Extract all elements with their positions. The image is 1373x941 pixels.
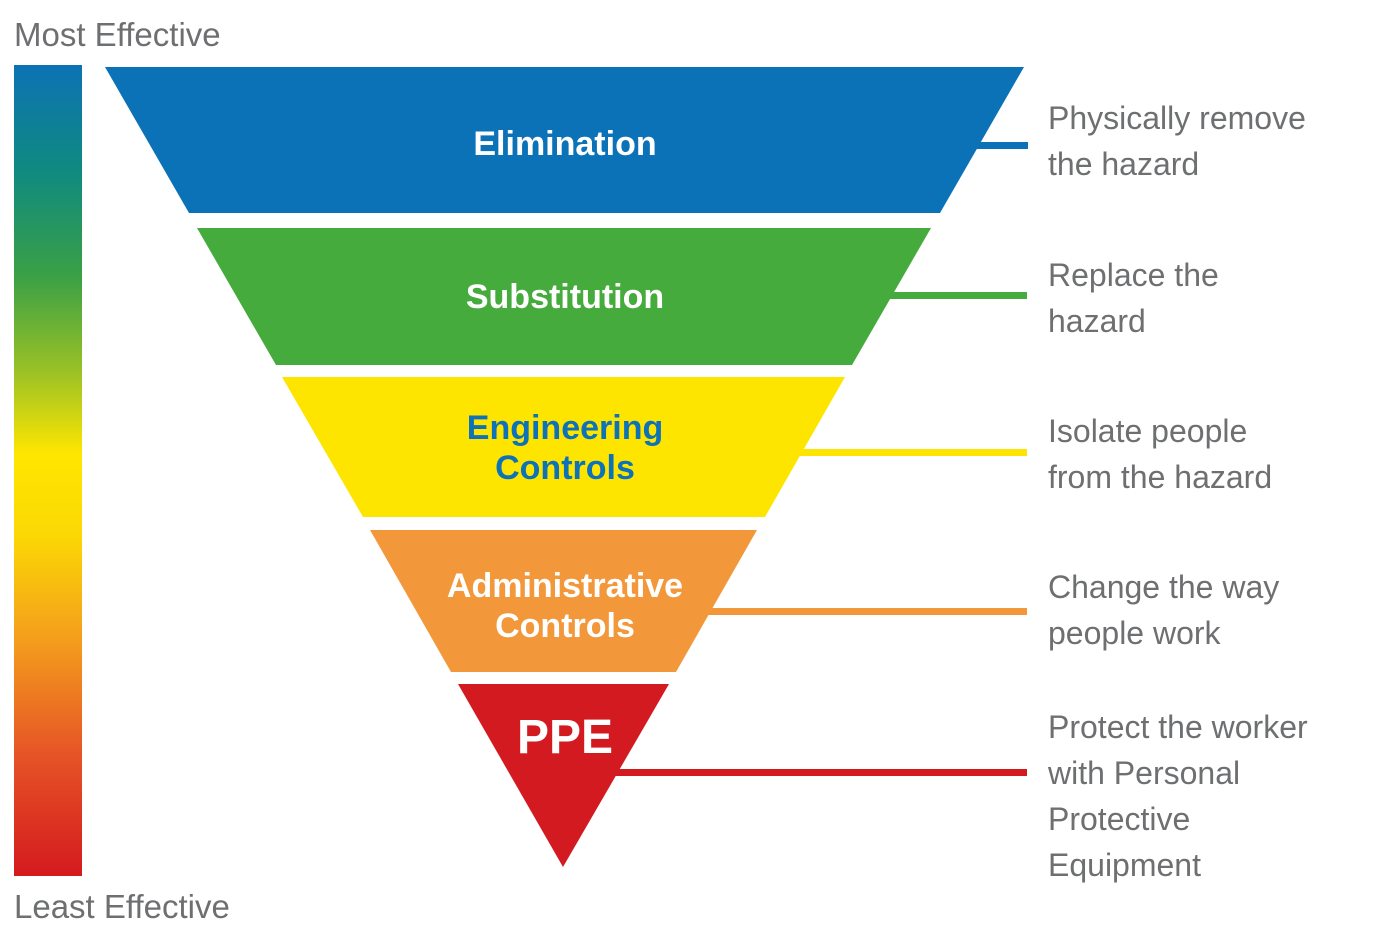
substitution-connector-line	[884, 292, 1027, 299]
effectiveness-gradient-bar	[14, 65, 82, 876]
ppe-description: Protect the worker with Personal Protect…	[1048, 704, 1308, 888]
elimination-connector-line	[968, 142, 1028, 149]
substitution-label-line: Substitution	[465, 278, 665, 316]
elimination-description: Physically remove the hazard	[1048, 95, 1306, 187]
description-line: with Personal	[1048, 755, 1241, 791]
description-line: Physically remove	[1048, 100, 1306, 136]
description-line: Equipment	[1048, 847, 1201, 883]
ppe-label-line: PPE	[516, 711, 614, 764]
substitution-label: Substitution	[466, 277, 664, 317]
most-effective-label: Most Effective	[14, 16, 221, 53]
description-line: hazard	[1048, 303, 1146, 339]
engineering-description: Isolate people from the hazard	[1048, 408, 1272, 500]
administrative-band	[370, 530, 757, 672]
description-line: Protective	[1048, 801, 1191, 837]
engineering-connector-line	[794, 449, 1027, 456]
administrative-description: Change the way people work	[1048, 564, 1279, 656]
engineering-band	[282, 377, 845, 517]
description-line: the hazard	[1048, 146, 1200, 182]
substitution-description: Replace the hazard	[1048, 252, 1219, 344]
ppe-connector-line	[610, 769, 1027, 776]
description-line: Replace the	[1048, 257, 1219, 293]
description-line: Change the way	[1048, 569, 1280, 605]
engineering-label-line-1: Engineering	[466, 409, 664, 447]
administrative-connector-line	[703, 608, 1027, 615]
description-line: Isolate people	[1048, 413, 1248, 449]
substitution-band	[197, 228, 931, 365]
least-effective-label: Least Effective	[14, 888, 230, 925]
administrative-controls-label: Administrative Controls	[447, 566, 683, 646]
elimination-band	[105, 67, 1024, 213]
ppe-band	[458, 684, 669, 867]
description-line: people work	[1048, 615, 1221, 651]
description-line: from the hazard	[1048, 459, 1273, 495]
description-line: Protect the worker	[1048, 709, 1308, 745]
administrative-label-line-1: Administrative	[446, 567, 684, 605]
engineering-label-line-2: Controls	[495, 449, 635, 487]
elimination-label: Elimination	[473, 124, 656, 164]
elimination-label-line: Elimination	[473, 125, 657, 163]
administrative-label-line-2: Controls	[495, 607, 635, 645]
ppe-label: PPE	[517, 712, 613, 764]
engineering-controls-label: Engineering Controls	[467, 408, 663, 488]
